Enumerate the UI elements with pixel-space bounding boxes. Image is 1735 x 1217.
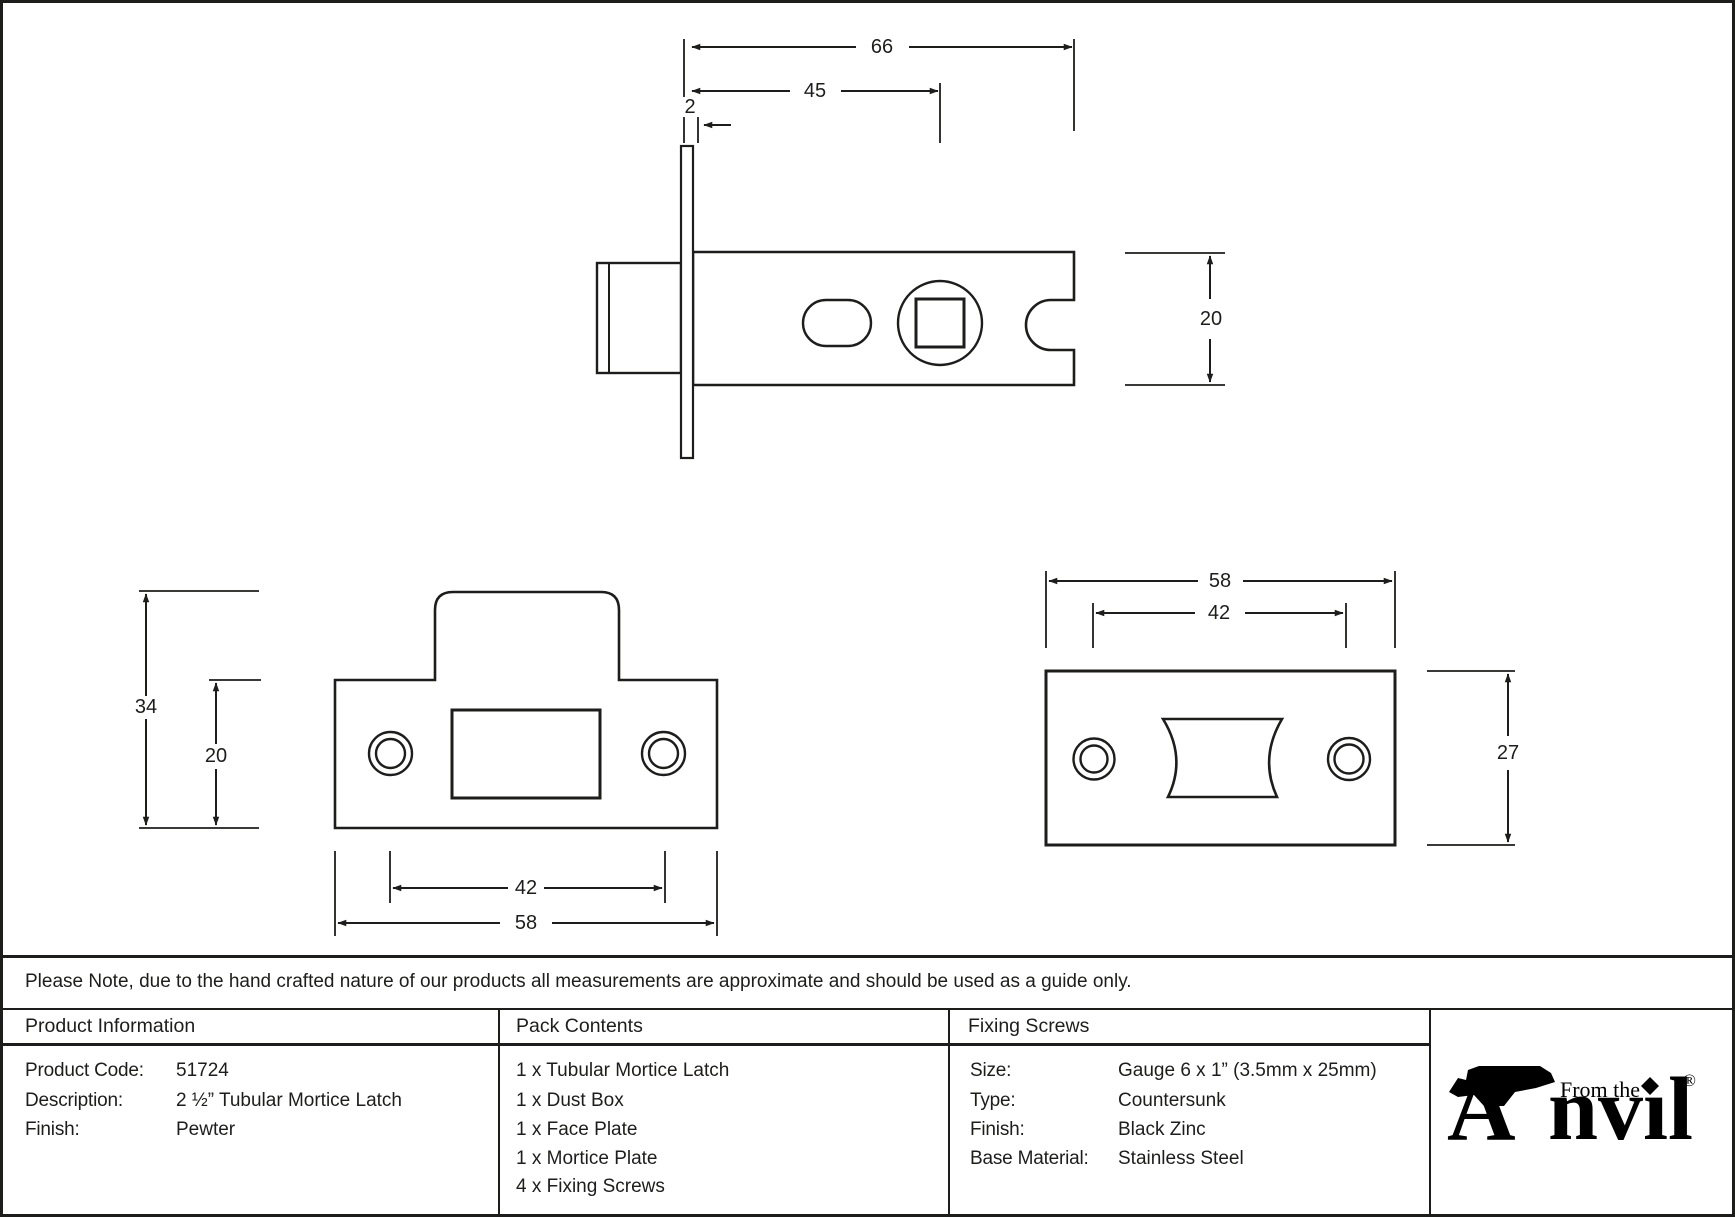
pack-item: 1 x Face Plate xyxy=(516,1119,638,1140)
column-divider-2 xyxy=(948,1008,950,1214)
registered-trademark-icon: ® xyxy=(1683,1071,1696,1090)
from-the-anvil-logo: A From the nvıl ® xyxy=(1443,1055,1732,1171)
face-plate-opening xyxy=(450,708,602,800)
screw-finish-value: Black Zinc xyxy=(1118,1119,1206,1140)
pack-item: 1 x Mortice Plate xyxy=(516,1148,658,1169)
latch-body-side-view xyxy=(595,39,1225,460)
faceplate-edge xyxy=(679,144,695,460)
screw-hole xyxy=(1326,736,1372,782)
dim-label-34: 34 xyxy=(130,697,162,717)
mortice-plate-opening xyxy=(1160,717,1285,799)
product-information-header: Product Information xyxy=(25,1015,196,1037)
note-row-top-border xyxy=(3,955,1732,958)
pack-item: 1 x Tubular Mortice Latch xyxy=(516,1060,730,1081)
size-value: Gauge 6 x 1” (3.5mm x 25mm) xyxy=(1118,1060,1377,1081)
dim-label-42b: 42 xyxy=(1203,603,1235,623)
diamond-icon xyxy=(1641,1077,1659,1095)
oval-hole xyxy=(801,298,873,348)
base-material-label: Base Material: xyxy=(970,1148,1089,1169)
product-code-value: 51724 xyxy=(176,1060,229,1081)
type-label: Type: xyxy=(970,1090,1016,1111)
header-row-bottom-border xyxy=(3,1043,1430,1046)
fixing-screws-header: Fixing Screws xyxy=(968,1015,1090,1037)
screw-finish-label: Finish: xyxy=(970,1119,1025,1140)
column-divider-3 xyxy=(1429,1008,1431,1214)
spindle-square xyxy=(914,297,966,349)
screw-hole xyxy=(640,730,687,777)
logo-prefix: From the xyxy=(1560,1077,1640,1102)
product-code-label: Product Code: xyxy=(25,1060,144,1081)
pack-contents-header: Pack Contents xyxy=(516,1015,643,1037)
type-value: Countersunk xyxy=(1118,1090,1226,1111)
anvil-icon xyxy=(1449,1066,1555,1106)
dim-label-45: 45 xyxy=(799,81,831,101)
logo-name-rest: nvıl xyxy=(1548,1060,1693,1159)
dim-label-66: 66 xyxy=(866,37,898,57)
mortice-plate-view xyxy=(1044,571,1515,847)
face-plate-view xyxy=(139,590,719,936)
header-row-top-border xyxy=(3,1008,1732,1010)
dim-label-42: 42 xyxy=(510,878,542,898)
dim-label-2: 2 xyxy=(680,97,700,117)
screw-hole xyxy=(367,730,414,777)
base-material-value: Stainless Steel xyxy=(1118,1148,1244,1169)
measurement-note: Please Note, due to the hand crafted nat… xyxy=(25,971,1132,992)
dim-label-27: 27 xyxy=(1492,743,1524,763)
dim-label-20: 20 xyxy=(1195,309,1227,329)
pack-item: 1 x Dust Box xyxy=(516,1090,624,1111)
screw-hole xyxy=(1072,737,1116,781)
mortice-plate-outline xyxy=(1044,669,1397,847)
size-label: Size: xyxy=(970,1060,1012,1081)
column-divider-1 xyxy=(498,1008,500,1214)
dim-label-20b: 20 xyxy=(200,746,232,766)
spindle-circle xyxy=(896,279,984,367)
finish-value: Pewter xyxy=(176,1119,236,1140)
finish-label: Finish: xyxy=(25,1119,80,1140)
description-value: 2 ½” Tubular Mortice Latch xyxy=(176,1090,402,1111)
latch-technical-drawing xyxy=(139,39,1515,936)
pack-item: 4 x Fixing Screws xyxy=(516,1176,665,1197)
description-label: Description: xyxy=(25,1090,123,1111)
latch-case xyxy=(691,250,1076,387)
dim-label-58: 58 xyxy=(510,913,542,933)
dim-label-58b: 58 xyxy=(1204,571,1236,591)
